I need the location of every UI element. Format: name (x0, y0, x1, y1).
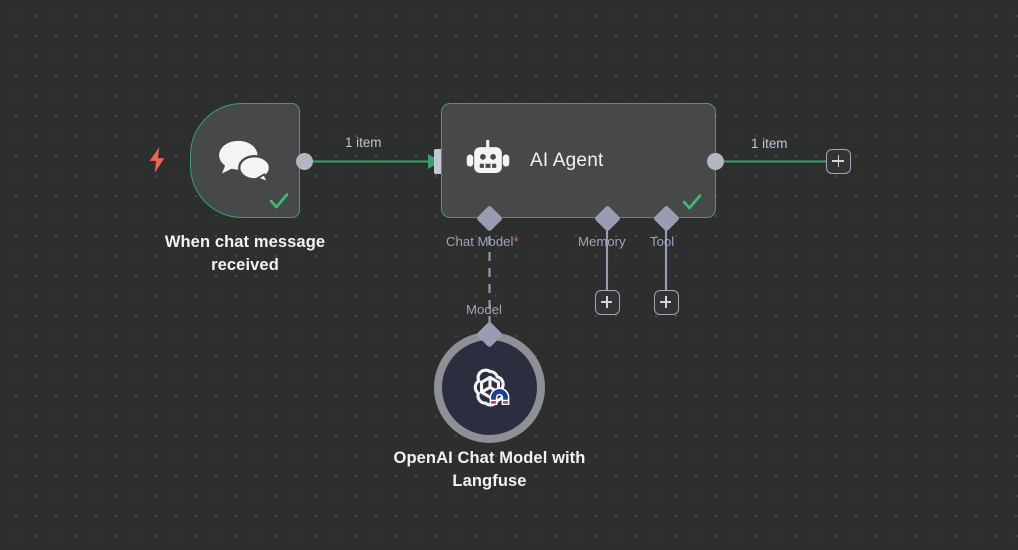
openai-logo-icon (464, 362, 516, 414)
add-output-node-button[interactable] (826, 149, 851, 174)
robot-icon (464, 137, 512, 185)
green-check-icon (268, 190, 290, 212)
trigger-output-port[interactable] (296, 153, 313, 170)
agent-port-label-chat-model: Chat Model* (446, 234, 519, 249)
agent-output-label-items: 1 item (751, 136, 788, 151)
add-memory-node-button[interactable] (594, 290, 620, 315)
chat-model-text: Chat Model (446, 234, 514, 249)
lightning-bolt-icon (146, 146, 168, 174)
chat-bubbles-icon (191, 104, 299, 217)
node-openai-chat-model[interactable] (434, 332, 545, 443)
magnet-icon (487, 387, 512, 409)
connection-label-items: 1 item (345, 135, 382, 150)
agent-output-port[interactable] (707, 153, 724, 170)
agent-port-label-tool: Tool (650, 234, 675, 249)
agent-node-title: AI Agent (530, 149, 604, 171)
add-tool-node-button[interactable] (653, 290, 679, 315)
trigger-node-caption: When chat message received (164, 233, 326, 275)
model-link-label: Model (466, 302, 502, 317)
node-ai-agent[interactable]: AI Agent (441, 103, 716, 218)
green-check-icon (681, 191, 703, 213)
required-asterisk: * (513, 234, 519, 249)
agent-port-label-memory: Memory (578, 234, 626, 249)
node-when-chat-message-received[interactable] (190, 103, 300, 218)
agent-input-port[interactable] (434, 149, 443, 174)
openai-node-caption: OpenAI Chat Model with Langfuse (393, 449, 586, 491)
openai-node-core (442, 340, 537, 435)
